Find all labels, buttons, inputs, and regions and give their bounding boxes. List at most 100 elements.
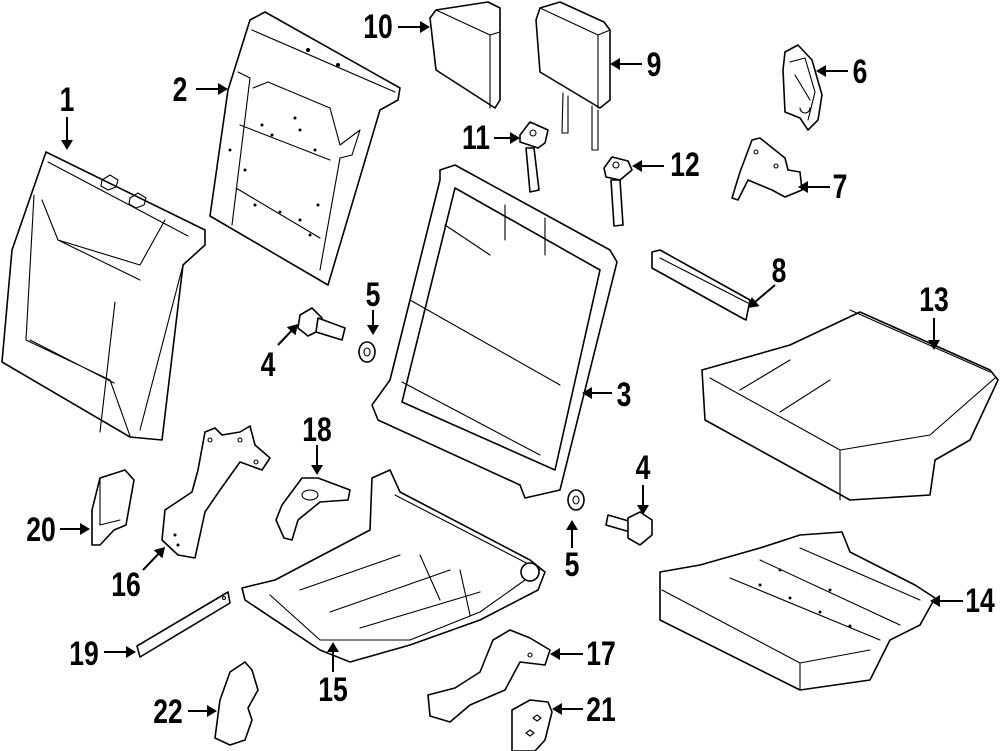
arrowhead-icon — [327, 642, 339, 652]
callout-leader-line — [142, 553, 159, 571]
callout-8[interactable]: 8 — [748, 252, 786, 308]
callout-16[interactable]: 16 — [111, 547, 165, 604]
part-end-cap[interactable] — [511, 699, 553, 751]
callout-number: 12 — [670, 146, 700, 184]
arrowhead-icon — [550, 648, 560, 660]
part-bolt-2[interactable] — [605, 511, 653, 546]
callout-15[interactable]: 15 — [318, 642, 348, 709]
callout-17[interactable]: 17 — [550, 635, 616, 673]
callout-10[interactable]: 10 — [363, 8, 430, 46]
part-trim-strip[interactable] — [651, 249, 751, 321]
callout-number: 17 — [586, 635, 616, 673]
part-cushion-pad[interactable] — [659, 531, 936, 691]
callout-number: 2 — [173, 71, 188, 109]
callout-20[interactable]: 20 — [26, 511, 90, 549]
arrowhead-icon — [566, 520, 578, 530]
arrowhead-icon — [153, 547, 165, 559]
part-headrest-guide-left[interactable] — [519, 121, 549, 193]
callout-number: 19 — [69, 635, 99, 673]
callout-4[interactable]: 4 — [636, 449, 651, 515]
callout-11[interactable]: 11 — [462, 119, 520, 157]
callout-5[interactable]: 5 — [565, 520, 580, 584]
callout-number: 5 — [366, 276, 381, 314]
callout-7[interactable]: 7 — [798, 168, 847, 206]
arrowhead-icon — [748, 296, 760, 308]
callout-3[interactable]: 3 — [582, 376, 631, 414]
part-seat-back-pad[interactable] — [209, 11, 401, 286]
arrowhead-icon — [367, 325, 379, 335]
arrowhead-icon — [582, 387, 592, 399]
callout-leader-line — [754, 284, 776, 303]
callout-number: 20 — [26, 511, 56, 549]
callout-18[interactable]: 18 — [302, 411, 332, 475]
callout-4[interactable]: 4 — [261, 324, 298, 384]
callout-22[interactable]: 22 — [153, 693, 217, 731]
arrowhead-icon — [552, 703, 562, 715]
callout-number: 11 — [462, 119, 490, 157]
callout-5[interactable]: 5 — [366, 276, 381, 335]
callout-number: 22 — [153, 693, 183, 731]
callout-number: 5 — [565, 546, 580, 584]
callout-14[interactable]: 14 — [930, 582, 995, 620]
arrowhead-icon — [420, 21, 430, 33]
arrowhead-icon — [930, 595, 940, 607]
part-seat-back-cover[interactable] — [1, 151, 206, 441]
part-lower-bracket[interactable] — [214, 661, 259, 746]
arrowhead-icon — [798, 181, 808, 193]
arrowhead-icon — [126, 646, 136, 658]
callout-number: 10 — [363, 8, 393, 46]
callout-6[interactable]: 6 — [816, 53, 867, 91]
arrowhead-icon — [816, 65, 826, 77]
part-cover-bracket[interactable] — [91, 469, 135, 546]
arrowhead-icon — [610, 58, 620, 70]
part-bolt[interactable] — [297, 307, 346, 341]
arrowhead-icon — [207, 705, 217, 717]
callout-number: 18 — [302, 411, 332, 449]
arrowhead-icon — [61, 140, 73, 150]
callout-number: 8 — [772, 252, 787, 290]
callout-number: 4 — [261, 346, 276, 384]
callout-19[interactable]: 19 — [69, 635, 136, 673]
callout-12[interactable]: 12 — [632, 146, 700, 184]
callout-number: 1 — [60, 81, 75, 119]
arrowhead-icon — [510, 132, 520, 144]
part-washer[interactable] — [358, 341, 376, 363]
part-seat-back-frame[interactable] — [371, 164, 618, 499]
part-cushion-frame[interactable] — [241, 469, 546, 663]
arrowhead-icon — [311, 465, 323, 475]
part-headrest-right[interactable] — [535, 1, 611, 151]
callout-number: 7 — [833, 168, 848, 206]
arrowhead-icon — [637, 505, 649, 515]
arrowhead-icon — [928, 340, 940, 350]
callout-number: 4 — [636, 449, 651, 487]
part-washer-2[interactable] — [567, 489, 585, 511]
callout-number: 21 — [586, 691, 616, 729]
arrowhead-icon — [80, 523, 90, 535]
callout-9[interactable]: 9 — [610, 46, 661, 84]
arrowhead-icon — [218, 83, 228, 95]
callout-21[interactable]: 21 — [552, 691, 616, 729]
arrowhead-icon — [632, 160, 642, 172]
callout-number: 9 — [647, 46, 662, 84]
callout-number: 3 — [617, 376, 632, 414]
part-cushion-cover[interactable] — [701, 309, 999, 501]
part-headrest-guide-right[interactable] — [603, 156, 633, 227]
callout-13[interactable]: 13 — [919, 281, 949, 350]
part-hinge[interactable] — [731, 137, 803, 201]
callout-leader-line — [277, 330, 292, 346]
callout-number: 15 — [318, 671, 348, 709]
part-support-bracket[interactable] — [161, 425, 271, 559]
part-support-rod[interactable] — [136, 591, 231, 658]
part-mounting-bracket[interactable] — [275, 477, 351, 541]
callout-number: 14 — [965, 582, 995, 620]
part-side-bracket[interactable] — [427, 629, 551, 723]
part-headrest-left[interactable] — [429, 1, 501, 109]
arrowhead-icon — [286, 324, 298, 336]
part-latch[interactable] — [782, 44, 823, 131]
callout-number: 13 — [919, 281, 949, 319]
callout-1[interactable]: 1 — [60, 81, 75, 150]
callout-2[interactable]: 2 — [173, 71, 228, 109]
callout-number: 6 — [853, 53, 868, 91]
